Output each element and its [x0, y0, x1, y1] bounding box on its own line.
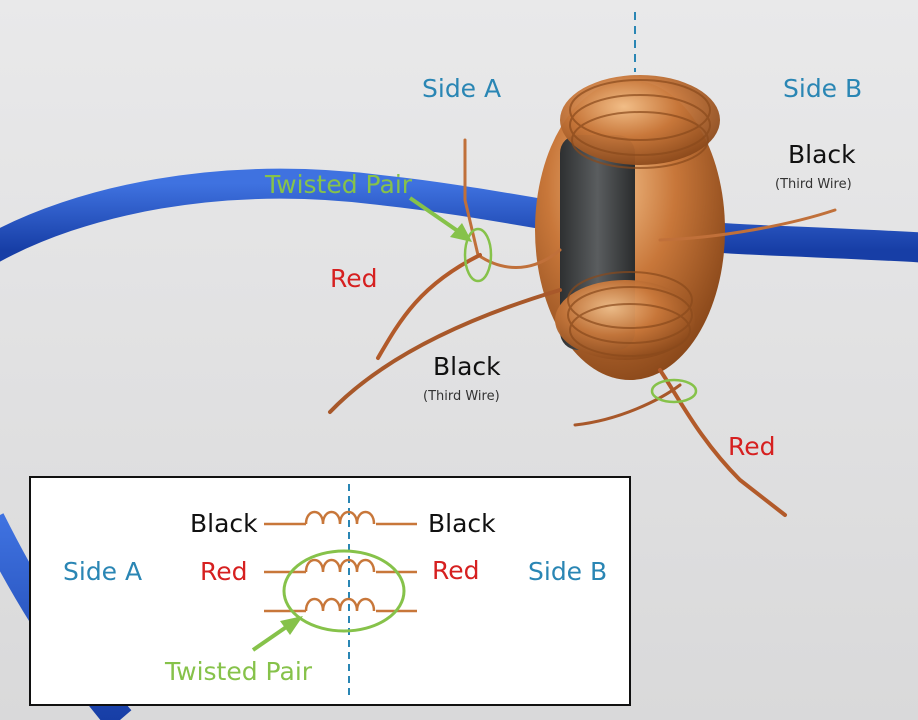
schematic-red-right: Red	[432, 556, 480, 585]
red-left-label: Red	[330, 264, 378, 293]
black-left-note: (Third Wire)	[423, 389, 500, 404]
black-left-label: Black	[433, 352, 501, 381]
schematic-svg	[251, 484, 417, 698]
schematic-side-b: Side B	[528, 557, 608, 586]
twisted-pair-marker-a	[463, 227, 493, 283]
schematic-twisted-pair-label: Twisted Pair	[165, 657, 313, 686]
black-right-note: (Third Wire)	[775, 177, 852, 192]
blue-cable	[0, 168, 918, 263]
side-a-label: Side A	[422, 74, 502, 103]
black-winding	[264, 510, 417, 526]
twisted-pair-ellipse	[282, 549, 406, 633]
schematic-red-left: Red	[200, 557, 248, 586]
red-right-label: Red	[728, 432, 776, 461]
schematic-side-a: Side A	[63, 557, 143, 586]
schematic-black-left: Black	[190, 509, 258, 538]
twisted-pair-label: Twisted Pair	[265, 170, 413, 199]
schematic-black-right: Black	[428, 509, 496, 538]
twisted-pair-marker-b	[650, 378, 698, 404]
side-b-label: Side B	[783, 74, 863, 103]
black-right-label: Black	[788, 140, 856, 169]
schematic-inset: Side A Side B Black Black Red Red Twiste…	[29, 476, 631, 706]
